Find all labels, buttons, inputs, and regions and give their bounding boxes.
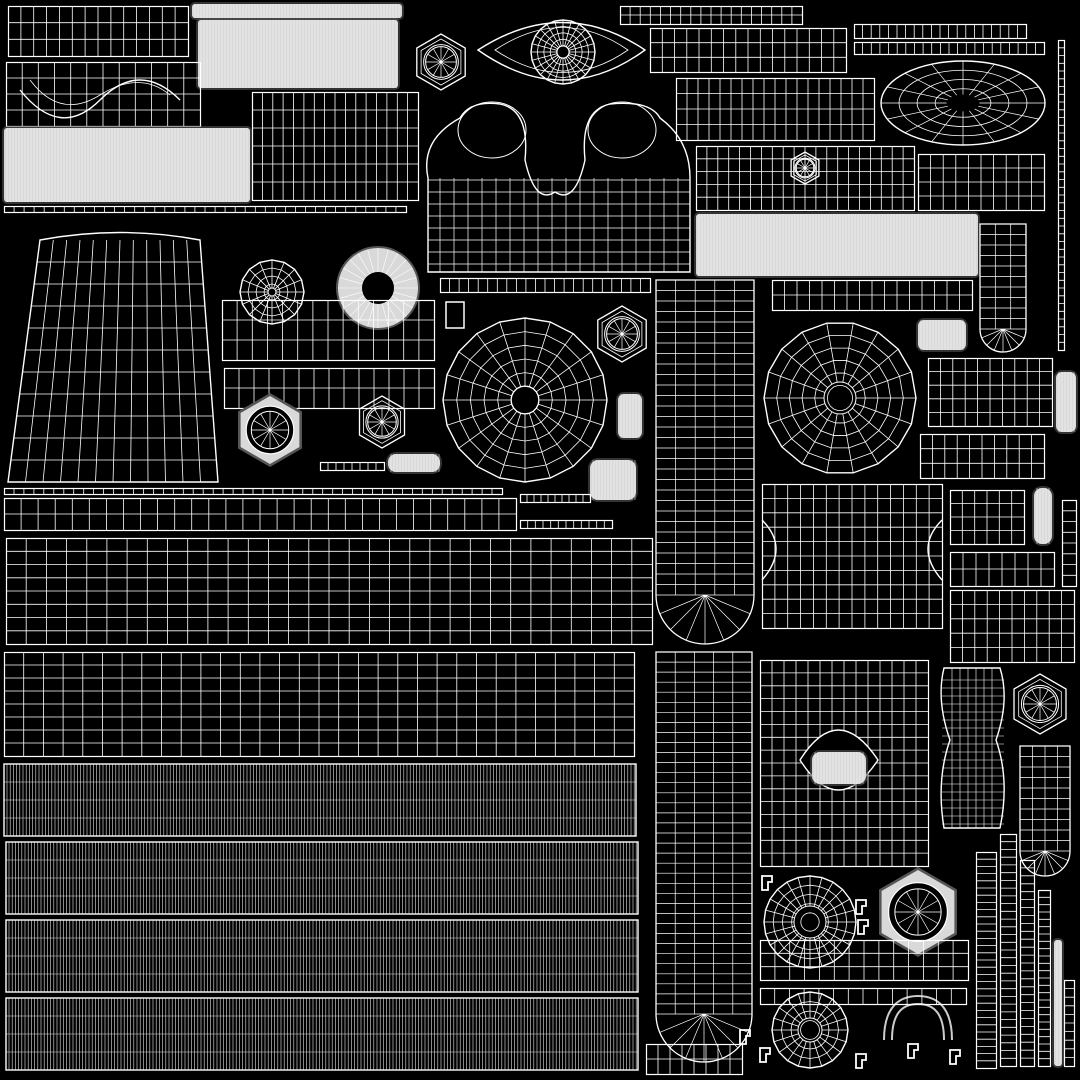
uv-shell-thin-strip-b [439, 277, 652, 294]
uv-shell-right-small-b [949, 551, 1056, 588]
uv-radial-hub-right [763, 322, 917, 474]
uv-shell-crown-strip [221, 299, 436, 362]
uv-shell-wave-strip-right [771, 279, 974, 312]
uv-shell-top-strip-b [619, 5, 804, 26]
uv-shell-bust-center [426, 101, 691, 273]
uv-shell-bottom-tiny-block [645, 1043, 744, 1076]
uv-shell-capsule-right [979, 223, 1027, 353]
uv-shell-upper-right-panel [675, 77, 876, 142]
uv-shell-left-dense-block [2, 126, 252, 204]
uv-shell-long-capsule-lower [655, 651, 753, 1063]
uv-shell-dense-mid-right [694, 212, 980, 278]
uv-shell-wide-panel-b [3, 651, 636, 758]
uv-radial-top-center [530, 19, 596, 85]
uv-shell-top-wave-strip [649, 27, 848, 74]
uv-shell-vert-bar-f [1063, 979, 1076, 1068]
uv-shell-arch-strip [5, 61, 202, 128]
uv-shell-tiny-bracket [857, 919, 869, 935]
uv-shell-thin-strip-a [3, 205, 408, 214]
uv-radial-bottom-a [763, 875, 857, 969]
uv-shell-tiny-strip-a [319, 461, 386, 472]
uv-shell-right-small-c [949, 589, 1076, 664]
uv-shell-vertical-thin-right [1057, 39, 1066, 352]
uv-shell-dense-pill-g [810, 750, 868, 786]
uv-shell-top-dense-block [196, 18, 400, 90]
uv-hex-nut-far-right [1013, 673, 1067, 735]
uv-shell-dense-pill-c [588, 458, 638, 502]
uv-shell-striped-panel-a [3, 763, 637, 837]
uv-shell-top-dense-bar [190, 2, 404, 20]
uv-shell-top-strip-d [853, 41, 1046, 56]
uv-hex-nut-mid-left [358, 395, 406, 449]
uv-shell-vert-bar-a [975, 851, 998, 1070]
uv-shell-dense-pill-b [616, 392, 644, 440]
uv-shell-bottle-a [940, 667, 1005, 829]
uv-shell-crown-strip-b [223, 367, 436, 410]
uv-hex-nut-right-of-hub [597, 305, 647, 363]
uv-shell-thin-strip-c [3, 487, 504, 496]
uv-shell-right-panel-a [927, 357, 1054, 428]
uv-shell-tiny-bracket [855, 899, 867, 915]
uv-shell-arch-curves [19, 79, 181, 119]
uv-torus-shell-left [336, 246, 420, 330]
uv-shell-tiny-bracket [855, 1053, 867, 1069]
uv-shell-top-left-strip [7, 5, 190, 58]
uv-hex-small-mid [790, 151, 820, 185]
uv-shell-striped-panel-d [5, 997, 639, 1071]
uv-shell-dense-pill-f [1032, 486, 1054, 546]
uv-shell-bottom-crown [759, 939, 970, 982]
uv-shell-right-tower-notch [761, 519, 943, 581]
uv-shell-tiny-strip-c [519, 519, 614, 530]
uv-shell-dense-bar-e [1052, 938, 1064, 1068]
uv-shell-mid-right-small [917, 153, 1046, 212]
uv-shell-bottom-strip-a [759, 987, 968, 1006]
uv-shell-right-tower [761, 483, 944, 630]
uv-shell-striped-panel-b [5, 841, 639, 915]
uv-radial-bottom-b [771, 991, 849, 1069]
uv-shell-tiny-bracket [907, 1043, 919, 1059]
uv-hex-nut-top [416, 33, 466, 91]
uv-shell-bottle-b [1019, 745, 1071, 877]
uv-shell-tiny-bracket [761, 875, 773, 891]
uv-shell-right-small-a [949, 489, 1026, 546]
uv-shell-wide-strip-a [3, 497, 518, 532]
uv-shell-mid-right-panel [695, 145, 916, 212]
uv-shell-right-thin-a [1061, 499, 1078, 588]
uv-shell-tiny-strip-b [519, 493, 592, 504]
uv-shell-tiny-bracket [759, 1047, 771, 1063]
uv-shell-vert-bar-c [1019, 859, 1036, 1068]
uv-shell-wide-panel-a [5, 537, 654, 646]
uv-shell-horseshoe [883, 994, 953, 1041]
uv-shell-dense-pill-e [1054, 370, 1078, 434]
uv-shell-dense-pill-a [386, 452, 442, 474]
uv-shell-vert-bar-b [999, 833, 1018, 1068]
uv-ellipse-shell-right [880, 60, 1046, 146]
uv-radial-hub-center [442, 317, 608, 483]
uv-shell-dense-pill-d [916, 318, 968, 352]
uv-shell-top-strip-c [853, 23, 1028, 40]
uv-shell-striped-panel-c [5, 919, 639, 993]
uv-shell-tiny-bracket [949, 1049, 961, 1065]
uv-hex-nut-thick-left [238, 393, 302, 467]
uv-shell-vert-bar-d [1037, 889, 1052, 1068]
uv-shell-right-panel-b [919, 433, 1046, 480]
uv-shell-fan-left [7, 231, 219, 483]
uv-shell-tiny-bracket-a [445, 301, 465, 329]
uv-hex-nut-thick-bottom [879, 867, 957, 957]
uv-shell-tiny-bracket [739, 1029, 751, 1045]
uv-shell-long-capsule-center [655, 279, 755, 645]
uv-radial-sphere-left [239, 259, 305, 325]
uv-shell-upper-panel [251, 91, 420, 202]
